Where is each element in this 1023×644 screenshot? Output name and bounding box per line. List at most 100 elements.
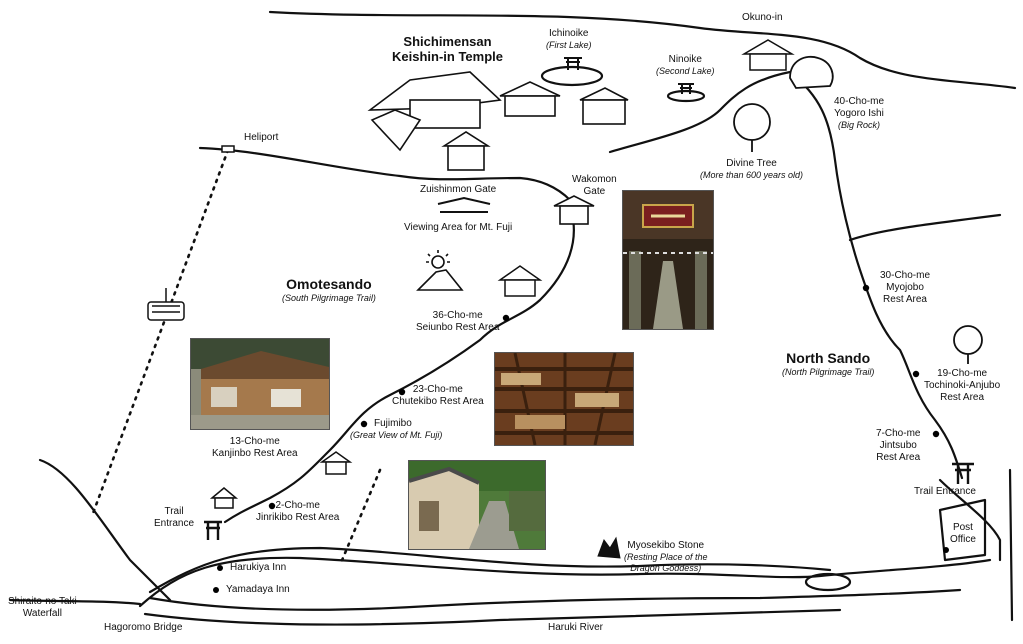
left-road-2 xyxy=(38,458,172,602)
heliport-label: Heliport xyxy=(244,132,279,143)
harukiya-label: Harukiya Inn xyxy=(230,562,287,573)
left-road xyxy=(8,598,142,606)
yamadaya-dot xyxy=(213,587,219,593)
omotesando-sub: (South Pilgrimage Trail) xyxy=(282,293,376,303)
omotesando-trail xyxy=(223,212,575,524)
ichinoike-sub: (First Lake) xyxy=(546,40,592,50)
post-office-line2: Office xyxy=(950,534,976,545)
omotesando-label: Omotesando (South Pilgrimage Trail) xyxy=(282,276,376,304)
cho2-line1: 2-Cho-me xyxy=(275,500,320,511)
okunoin-label: Okuno-in xyxy=(742,12,783,23)
myosekibo-name: Myosekibo Stone xyxy=(627,540,705,551)
chutekibo-dot xyxy=(398,388,406,396)
myosekibo-sub1: (Resting Place of the xyxy=(624,552,708,562)
ninoike-lake xyxy=(666,89,706,103)
big-rock-icon xyxy=(789,56,834,89)
harukiya-dot xyxy=(217,565,223,571)
trail-entrance-south-line2: Entrance xyxy=(154,518,195,529)
ichinoike-label: Ichinoike (First Lake) xyxy=(546,28,592,51)
cho19-line1: 19-Cho-me xyxy=(937,368,988,379)
right-edge-road xyxy=(1008,468,1014,622)
cho40-label: 40-Cho-me Yogoro Ishi (Big Rock) xyxy=(834,96,884,131)
ichinoike-lake xyxy=(540,65,604,87)
jinrikibo-hut-icon xyxy=(209,487,239,509)
right-road xyxy=(938,478,1002,562)
zuishinmon-gate-icon xyxy=(437,196,491,213)
yamadaya-label: Yamadaya Inn xyxy=(226,584,290,595)
north-branch xyxy=(848,213,1002,242)
divine-tree-label: Divine Tree (More than 600 years old) xyxy=(700,158,803,181)
post-office-dot xyxy=(943,547,949,553)
okunoin-hut-icon xyxy=(741,39,795,71)
upper-road xyxy=(268,10,1017,90)
temple-title-line1: Shichimensan xyxy=(403,34,492,49)
valley-road-upper xyxy=(138,556,992,608)
post-office-label: Post Office xyxy=(950,522,976,546)
temple-road xyxy=(198,146,572,202)
trail-entrance-south-line1: Trail xyxy=(164,506,184,517)
trail-entrance-north-label: Trail Entrance xyxy=(914,486,976,497)
fujimibo-label: Fujimibo (Great View of Mt. Fuji) xyxy=(350,418,442,441)
omotesando-name: Omotesando xyxy=(286,276,372,292)
cho30-label: 30-Cho-me Myojobo Rest Area xyxy=(880,270,930,306)
cho23-line1: 23-Cho-me xyxy=(412,384,463,395)
cho13-line2: Kanjinbo Rest Area xyxy=(212,448,298,459)
cho36-line2: Seiunbo Rest Area xyxy=(416,322,500,333)
myosekibo-label: Myosekibo Stone (Resting Place of the Dr… xyxy=(624,540,708,574)
trail-entrance-south-label: Trail Entrance xyxy=(154,506,194,530)
cho36-line1: 36-Cho-me xyxy=(432,310,483,321)
ninoike-label: Ninoike (Second Lake) xyxy=(656,54,715,77)
divine-tree-icon xyxy=(733,103,771,152)
river-bank xyxy=(143,608,842,626)
temple-title-line2: Keishin-in Temple xyxy=(392,49,503,64)
ropeway-2 xyxy=(338,468,382,567)
photo-chutekibo-ceiling xyxy=(494,352,634,446)
cho23-label: 23-Cho-me Chutekibo Rest Area xyxy=(392,384,484,408)
torii-icon-lake xyxy=(564,57,582,70)
wakomon-line1: Wakomon xyxy=(572,174,617,185)
cho13-label: 13-Cho-me Kanjinbo Rest Area xyxy=(212,436,298,460)
dragon-stone-icon xyxy=(597,536,621,559)
torii-icon-north xyxy=(952,462,974,484)
wakomon-gate-icon xyxy=(553,195,595,225)
jintsubo-dot xyxy=(932,430,940,438)
cho19-line3: Rest Area xyxy=(940,392,985,403)
river xyxy=(148,588,962,611)
torii-icon-ninoike xyxy=(678,83,694,94)
heliport-marker xyxy=(221,145,235,153)
haruki-river-label: Haruki River xyxy=(548,622,604,633)
fujimibo-dot xyxy=(360,420,368,428)
fujimibo-name: Fujimibo xyxy=(374,418,412,429)
shiraito-line1: Shiraito-no Taki xyxy=(8,596,77,607)
cho40-name: 40-Cho-me xyxy=(834,96,885,107)
cho7-line3: Rest Area xyxy=(876,452,921,463)
cho40-line2: Yogoro Ishi xyxy=(834,108,884,119)
temple-title: Shichimensan Keishin-in Temple xyxy=(392,34,503,64)
ropeway xyxy=(90,148,230,518)
divine-tree-name: Divine Tree xyxy=(726,158,777,169)
cho30-line1: 30-Cho-me xyxy=(880,270,931,281)
north-sando-sub: (North Pilgrimage Trail) xyxy=(782,367,875,377)
hagoromo-label: Hagoromo Bridge xyxy=(104,622,183,633)
seiunbo-dot xyxy=(502,314,510,322)
photo-jinrikibo-path xyxy=(408,460,546,550)
cho23-line2: Chutekibo Rest Area xyxy=(392,396,484,407)
tochinoki-tree-icon xyxy=(953,325,983,364)
cho40-sub: (Big Rock) xyxy=(838,120,881,130)
cho7-label: 7-Cho-me Jintsubo Rest Area xyxy=(876,428,920,464)
mt-fuji-icon xyxy=(416,250,464,291)
photo-kanjinbo-rest-area xyxy=(190,338,330,430)
divine-tree-sub: (More than 600 years old) xyxy=(700,170,804,180)
cho30-line3: Rest Area xyxy=(883,294,927,305)
valley-road-lower xyxy=(148,546,832,594)
zuishinmon-label: Zuishinmon Gate xyxy=(420,184,497,195)
seiunbo-hut-icon xyxy=(497,265,543,297)
post-office-block xyxy=(938,498,987,562)
tochinoki-dot xyxy=(912,370,920,378)
cho30-line2: Myojobo xyxy=(886,282,924,293)
north-trail xyxy=(608,70,964,480)
ninoike-sub: (Second Lake) xyxy=(656,66,715,76)
chutekibo-hut-icon xyxy=(319,451,353,475)
cho19-label: 19-Cho-me Tochinoki-Anjubo Rest Area xyxy=(924,368,1000,404)
